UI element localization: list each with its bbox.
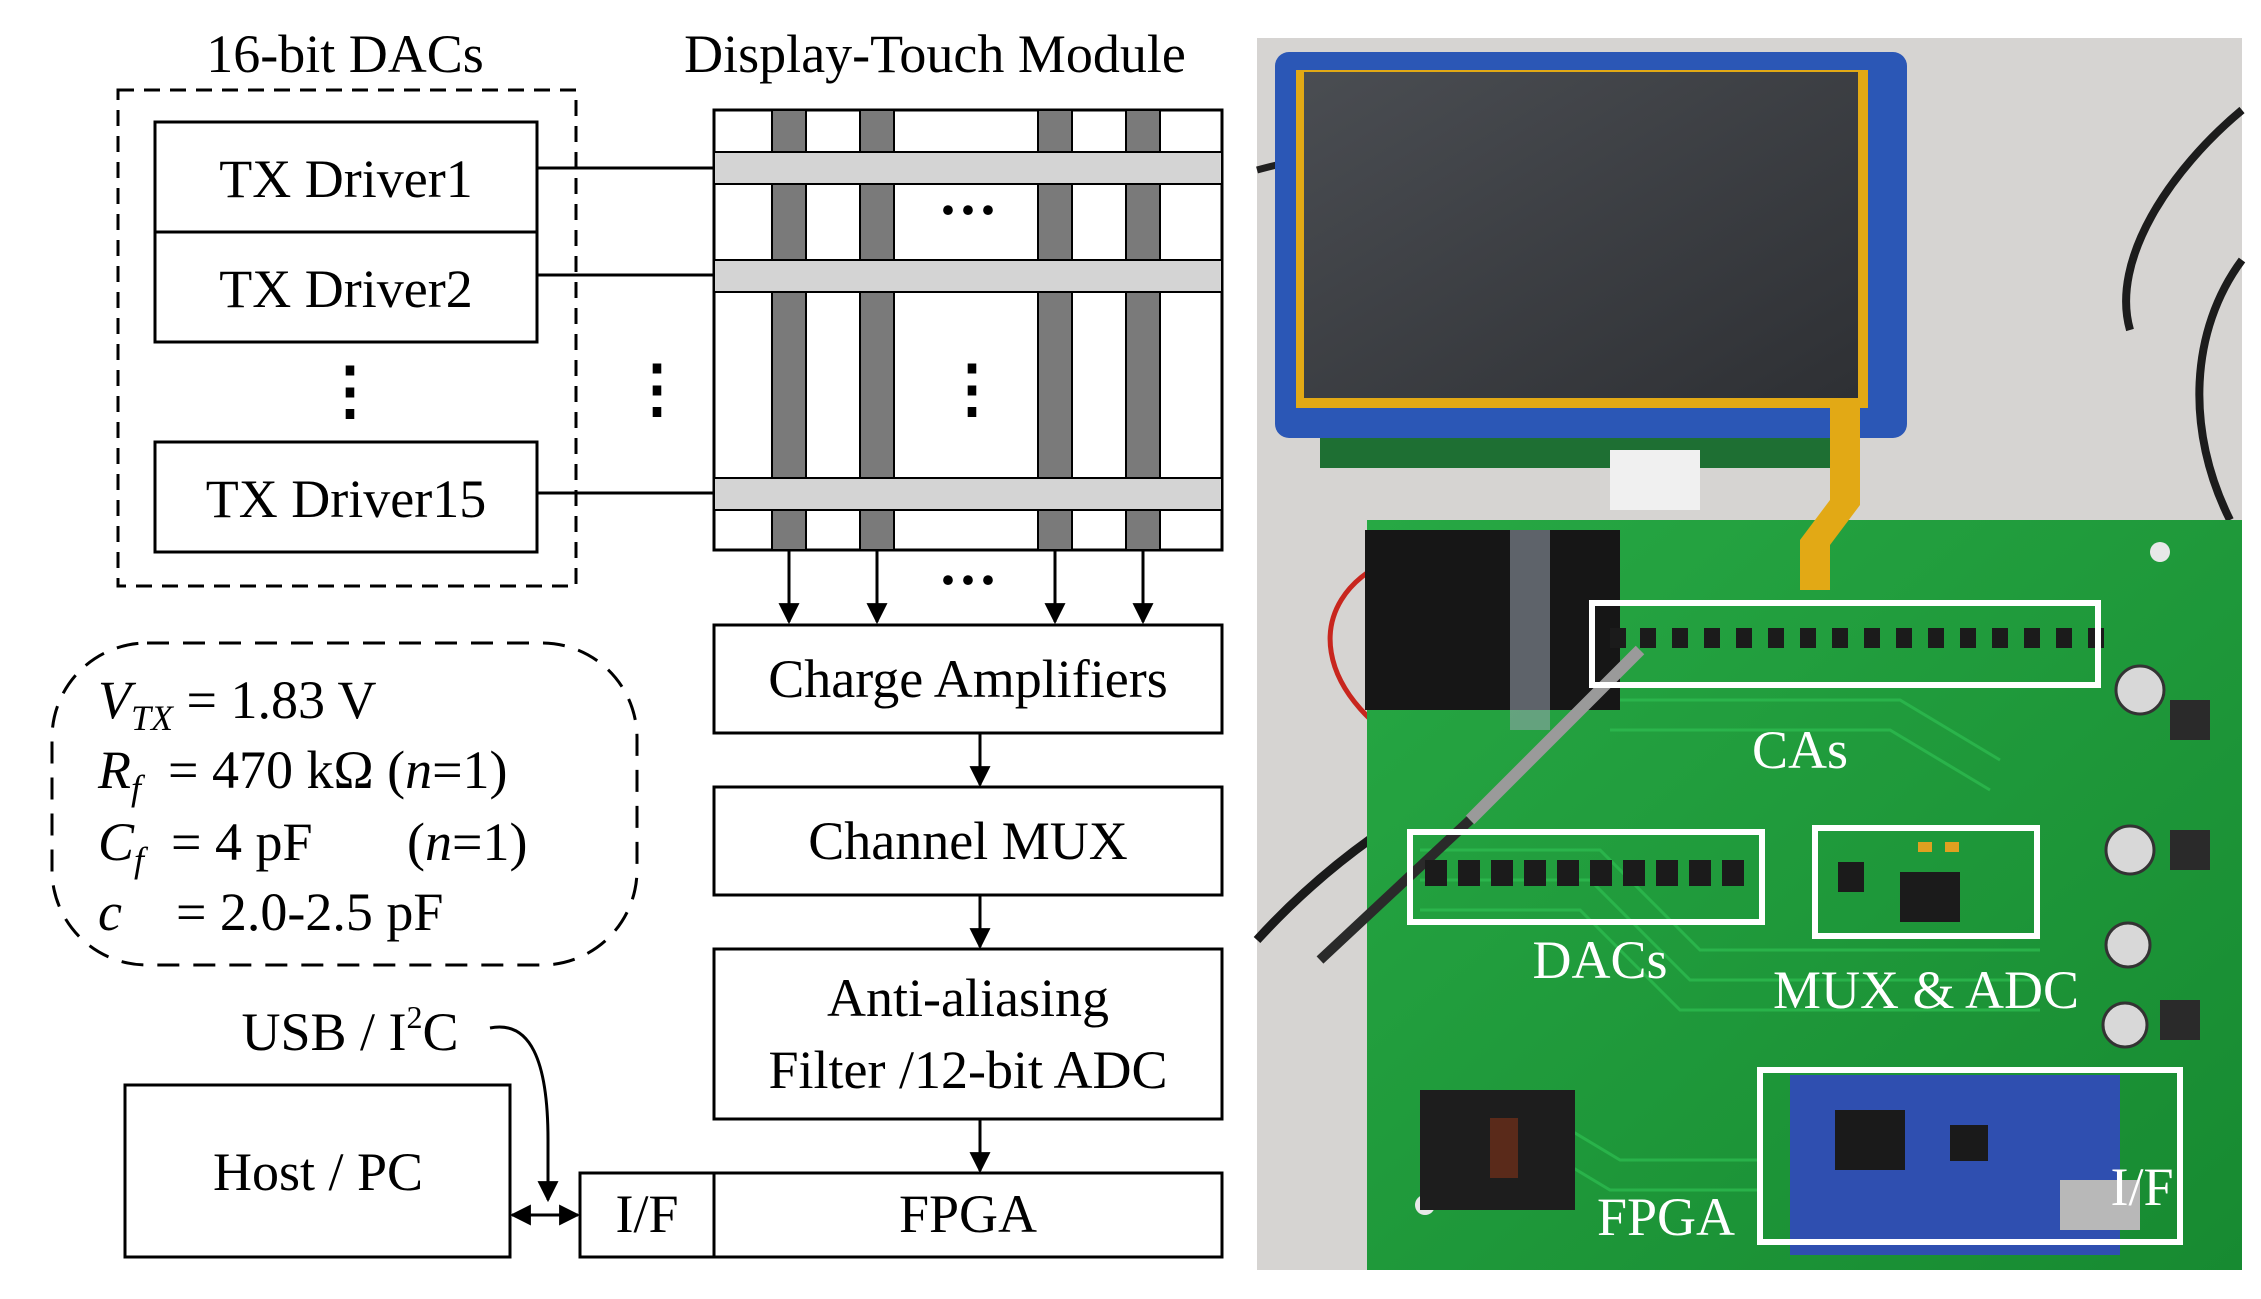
- charge-amplifiers-block: Charge Amplifiers: [712, 623, 1224, 735]
- mux-adc-highlight-box: [1812, 825, 2040, 939]
- tx-driver-2-label: TX Driver2: [219, 259, 472, 319]
- fpga-interface-label: I/F: [615, 1184, 678, 1244]
- tx-driver-2: TX Driver2: [153, 230, 539, 344]
- host-pc-block: Host / PC: [123, 1083, 512, 1259]
- block-diagram: 16-bit DACs TX Driver1 TX Driver2 ⋮ TX D…: [50, 24, 1224, 1259]
- fpga-label: FPGA: [899, 1184, 1037, 1244]
- channel-mux-block: Channel MUX: [712, 785, 1224, 897]
- column-ellipsis: ···: [938, 177, 998, 243]
- module-label: Display-Touch Module: [684, 24, 1186, 84]
- param-rf: Rf = 470 kΩ (n=1): [97, 740, 508, 808]
- tx-driver-1: TX Driver1: [153, 120, 539, 234]
- param-vtx: VTX = 1.83 V: [98, 670, 377, 738]
- filter-adc-label-line2: Filter /12-bit ADC: [768, 1040, 1167, 1100]
- mux-chip: [1838, 862, 1864, 892]
- fpga-block: I/F FPGA: [578, 1171, 1224, 1259]
- tx-driver-1-label: TX Driver1: [219, 149, 472, 209]
- cas-highlight-box: [1589, 600, 2101, 688]
- adc-chip: [1900, 872, 1960, 922]
- display-screen: [1304, 72, 1858, 398]
- photo-label-cas: CAs: [1752, 720, 1848, 780]
- host-pc-label: Host / PC: [213, 1142, 423, 1202]
- cell-ellipsis: ⋮: [940, 353, 1004, 424]
- bus-label: USB / I2C: [241, 999, 458, 1062]
- photo-label-dacs: DACs: [1532, 930, 1667, 990]
- row-ellipsis: ⋮: [625, 353, 689, 424]
- dacs-highlight-box: [1407, 829, 1765, 925]
- tx-driver-15-label: TX Driver15: [206, 469, 486, 529]
- ca-chips: [1610, 628, 2104, 648]
- photo-label-fpga: FPGA: [1597, 1187, 1735, 1247]
- capacitors: [2101, 664, 2210, 1049]
- display-flex-cable: [1800, 400, 1860, 590]
- param-c: c = 2.0-2.5 pF: [98, 882, 443, 942]
- dacs-group-box: [116, 88, 578, 588]
- filter-adc-label-line1: Anti-aliasing: [827, 968, 1109, 1028]
- output-ellipsis: ···: [938, 547, 998, 613]
- tx-driver-15: TX Driver15: [153, 440, 539, 554]
- driver-ellipsis: ⋮: [318, 355, 382, 426]
- channel-mux-label: Channel MUX: [808, 811, 1127, 871]
- photo-label-interface: I/F: [2110, 1157, 2173, 1217]
- filter-adc-block: Anti-aliasing Filter /12-bit ADC: [712, 947, 1224, 1121]
- fpga-highlight-box: [1757, 1067, 2183, 1245]
- bus-curve: [489, 1025, 559, 1203]
- foam-block: [1365, 530, 1620, 710]
- param-cf: Cf = 4 pF (n=1): [98, 812, 527, 880]
- photo-label-mux-adc: MUX & ADC: [1773, 960, 2079, 1020]
- parameter-box: VTX = 1.83 V Rf = 470 kΩ (n=1) Cf = 4 pF…: [50, 641, 639, 967]
- board-photo: CAs DACs MUX & ADC FPGA I/F: [1253, 38, 2246, 1270]
- touch-panel: ··· ⋮: [712, 108, 1224, 552]
- dacs-group-label: 16-bit DACs: [206, 24, 484, 84]
- dac-chips: [1425, 860, 1744, 886]
- charge-amplifiers-label: Charge Amplifiers: [768, 649, 1167, 709]
